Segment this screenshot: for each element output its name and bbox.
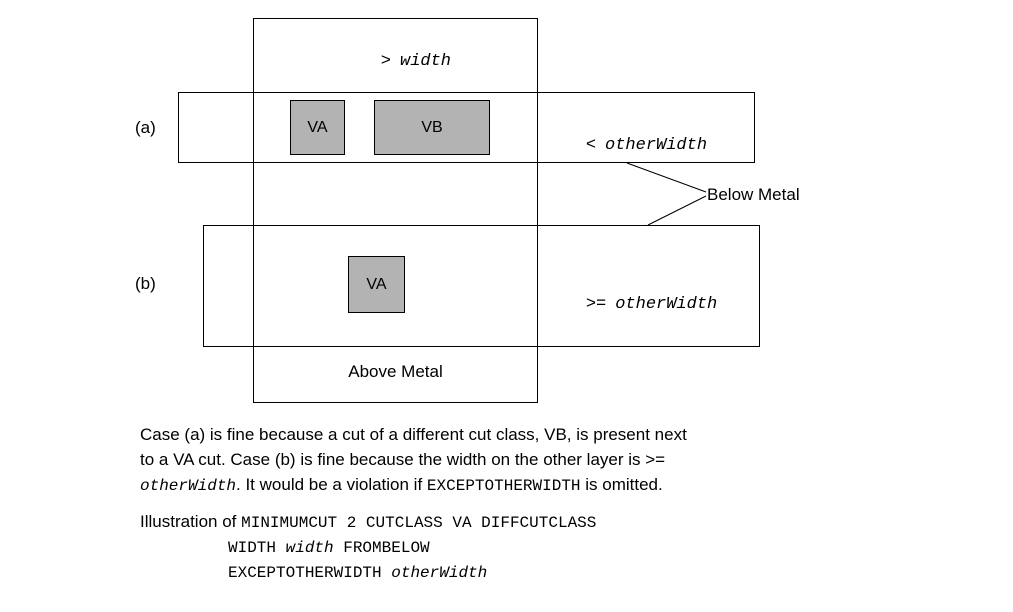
caption-line-1: Case (a) is fine because a cut of a diff… bbox=[140, 425, 687, 444]
below-metal-label: Below Metal bbox=[707, 185, 800, 204]
illustration-width-variable: width bbox=[285, 539, 334, 557]
top-width-condition: > width bbox=[253, 33, 538, 90]
illustration-width-keyword: WIDTH bbox=[228, 539, 286, 557]
illustration-line-2: WIDTH width FROMBELOW bbox=[140, 536, 860, 561]
case-b-label: (b) bbox=[135, 274, 156, 293]
cut-vb-row-a: VB bbox=[374, 100, 490, 155]
row-a-condition-variable: otherWidth bbox=[605, 136, 708, 155]
cut-va-row-a: VA bbox=[290, 100, 345, 155]
illustration-line-1: Illustration of MINIMUMCUT 2 CUTCLASS VA… bbox=[140, 509, 860, 536]
width-condition-variable: width bbox=[400, 52, 452, 71]
illustration-otherwidth-variable: otherWidth bbox=[391, 564, 488, 582]
illustration-frombelow-keyword: FROMBELOW bbox=[333, 539, 430, 557]
case-a-label: (a) bbox=[135, 118, 156, 137]
row-b-condition: >= otherWidth bbox=[545, 276, 717, 333]
caption-paragraph: Case (a) is fine because a cut of a diff… bbox=[140, 422, 860, 499]
caption-line-2: to a VA cut. Case (b) is fine because th… bbox=[140, 450, 666, 469]
caption-line-3: otherWidth. It would be a violation if E… bbox=[140, 472, 860, 499]
illustration-line-3: EXCEPTOTHERWIDTH otherWidth bbox=[140, 561, 860, 586]
caption-line-3-end: is omitted. bbox=[580, 475, 663, 494]
row-a-condition: < otherWidth bbox=[545, 117, 707, 174]
illustration-prefix: Illustration of bbox=[140, 512, 242, 531]
cut-va-row-b: VA bbox=[348, 256, 405, 313]
below-metal-rect-a bbox=[178, 92, 755, 163]
illustration-code-1: MINIMUMCUT 2 CUTCLASS VA DIFFCUTCLASS bbox=[241, 514, 597, 532]
row-a-condition-operator: < bbox=[585, 136, 597, 155]
width-condition-operator: > bbox=[380, 52, 391, 71]
caption-otherwidth-variable: otherWidth bbox=[140, 477, 237, 495]
caption-exceptotherwidth-keyword: EXCEPTOTHERWIDTH bbox=[426, 477, 581, 495]
caption-line-3-mid: . It would be a violation if bbox=[236, 475, 427, 494]
row-b-condition-operator: >= bbox=[585, 295, 607, 314]
illustration-block: Illustration of MINIMUMCUT 2 CUTCLASS VA… bbox=[140, 509, 860, 586]
above-metal-rect bbox=[253, 18, 538, 403]
row-b-condition-variable: otherWidth bbox=[615, 295, 718, 314]
above-metal-label: Above Metal bbox=[348, 362, 443, 381]
below-metal-rect-b bbox=[203, 225, 760, 347]
illustration-exceptotherwidth-keyword: EXCEPTOTHERWIDTH bbox=[228, 564, 392, 582]
